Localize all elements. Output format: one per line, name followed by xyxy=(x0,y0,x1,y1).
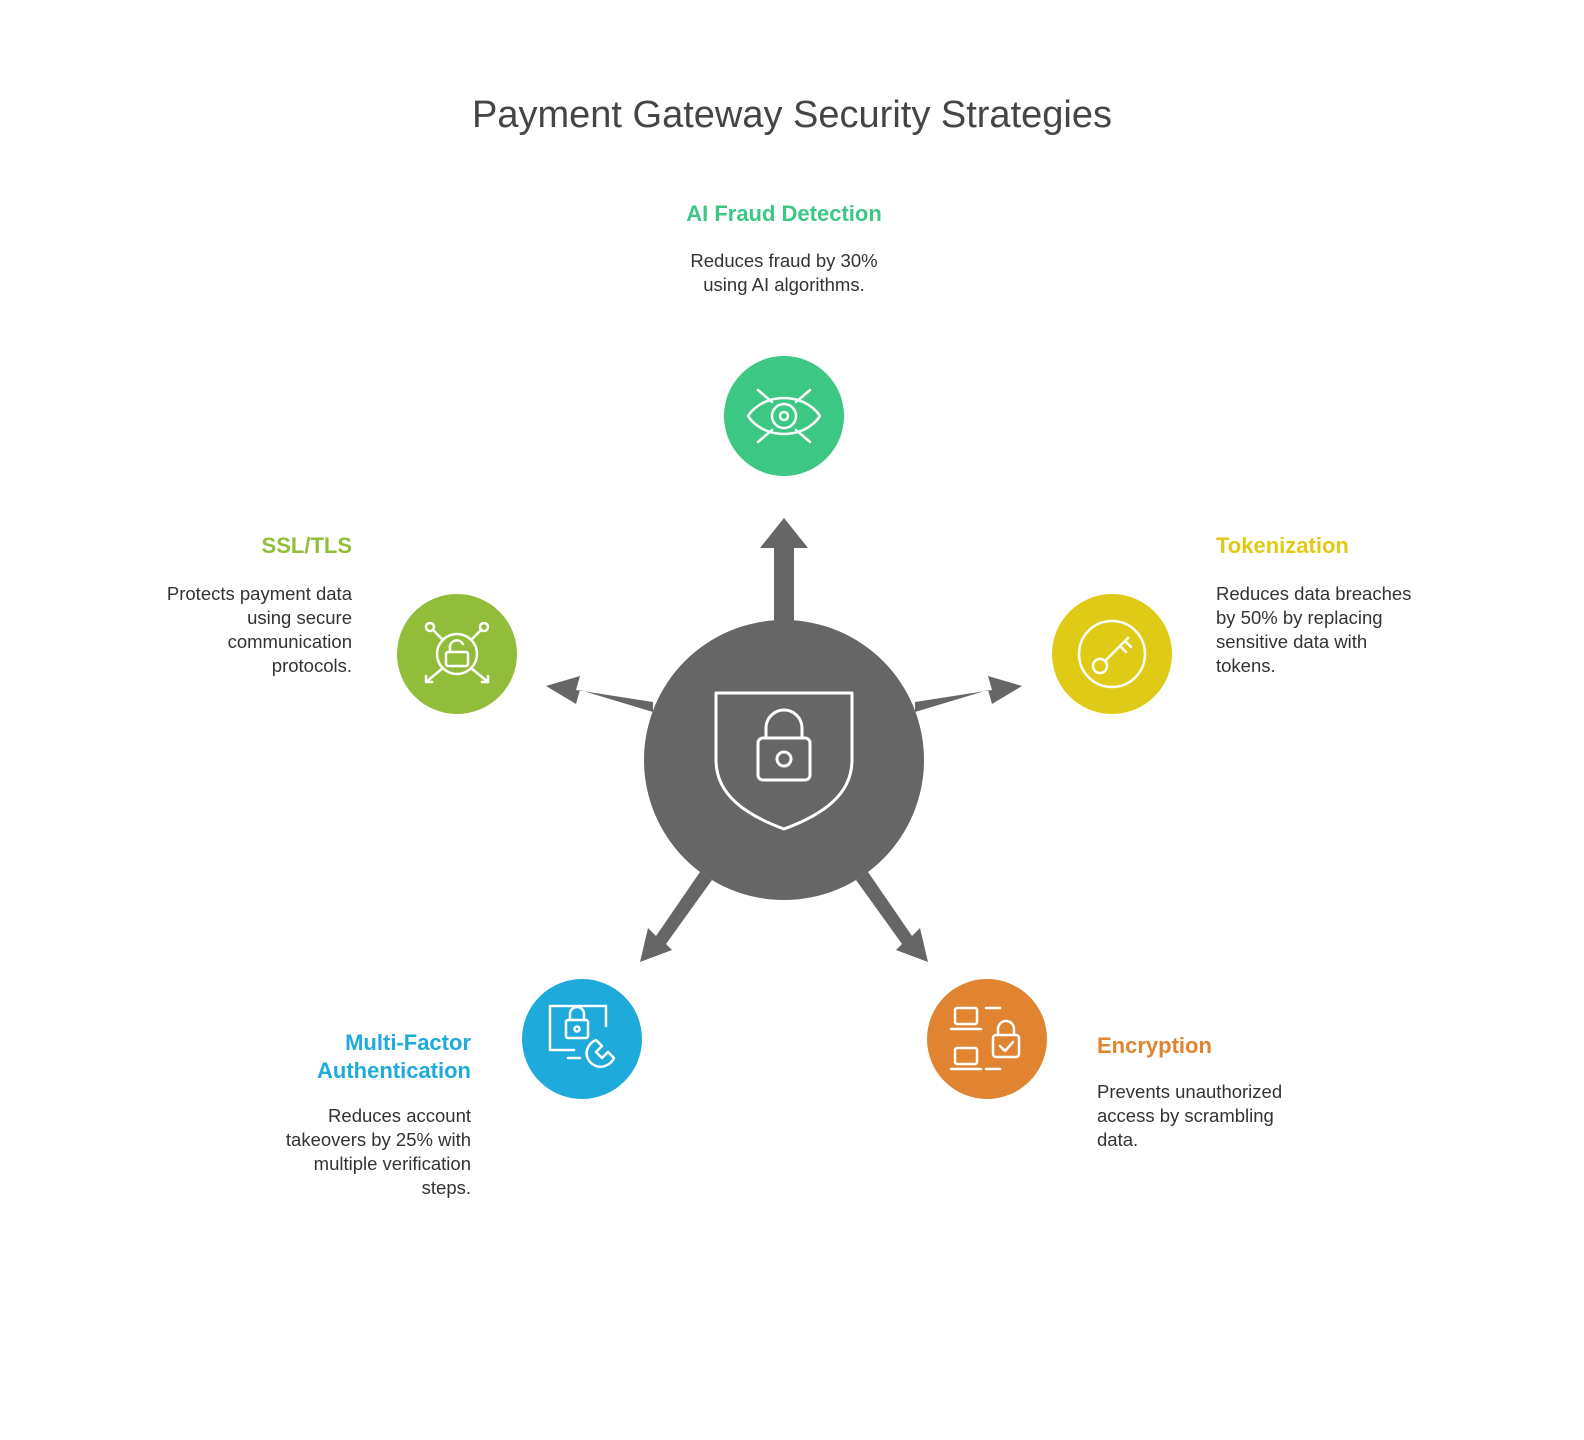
eye-scan-icon xyxy=(746,388,822,444)
description-line: by 50% by replacing xyxy=(1216,607,1383,628)
shield-lock-icon xyxy=(714,691,854,831)
title-line: Authentication xyxy=(317,1058,471,1083)
monitor-phone-lock-icon xyxy=(548,1004,616,1068)
description-line: Reduces data breaches xyxy=(1216,583,1412,604)
title-line: Multi-Factor xyxy=(345,1030,471,1055)
tokenization-title: Tokenization xyxy=(1216,533,1349,558)
description-line: Reduces account xyxy=(328,1105,471,1126)
multi-factor-authentication-title: Multi-Factor Authentication xyxy=(171,1029,471,1085)
page-title: Payment Gateway Security Strategies xyxy=(472,94,1112,136)
description-line: Reduces fraud by 30% xyxy=(690,250,878,271)
arrow-upper-right xyxy=(915,676,1022,712)
hub-circle xyxy=(644,620,924,900)
arrow-lower-right xyxy=(856,872,928,962)
encryption-title: Encryption xyxy=(1097,1033,1212,1058)
arrow-up xyxy=(760,518,808,640)
ssl-tls-description: Protects payment data using secure commu… xyxy=(52,582,352,678)
arrow-lower-left xyxy=(640,872,712,962)
description-line: communication xyxy=(227,631,352,652)
description-line: protocols. xyxy=(271,655,352,676)
description-line: access by scrambling xyxy=(1097,1105,1274,1126)
multi-factor-authentication-description: Reduces account takeovers by 25% with mu… xyxy=(171,1104,471,1200)
ssl-tls-title: SSL/TLS xyxy=(261,533,352,558)
description-line: Prevents unauthorized xyxy=(1097,1081,1283,1102)
description-line: takeovers by 25% with xyxy=(285,1129,471,1150)
description-line: data. xyxy=(1097,1129,1139,1150)
ai-fraud-detection-title: AI Fraud Detection xyxy=(686,201,882,226)
description-line: sensitive data with xyxy=(1216,631,1368,652)
description-line: tokens. xyxy=(1216,655,1276,676)
ai-fraud-detection-circle xyxy=(724,356,844,476)
devices-lock-icon xyxy=(949,1006,1021,1071)
description-line: steps. xyxy=(421,1177,471,1198)
tokenization-description: Reduces data breaches by 50% by replacin… xyxy=(1216,582,1516,678)
arrow-upper-left xyxy=(546,676,653,712)
description-line: Protects payment data xyxy=(166,583,352,604)
encryption-description: Prevents unauthorized access by scrambli… xyxy=(1097,1080,1397,1152)
network-unlock-icon xyxy=(424,621,490,684)
encryption-circle xyxy=(927,979,1047,1099)
ssl-tls-circle xyxy=(397,594,517,714)
key-icon xyxy=(1077,619,1147,689)
description-line: multiple verification xyxy=(313,1153,471,1174)
description-line: using secure xyxy=(247,607,352,628)
description-line: using AI algorithms. xyxy=(703,274,865,295)
ai-fraud-detection-description: Reduces fraud by 30% using AI algorithms… xyxy=(634,249,934,297)
